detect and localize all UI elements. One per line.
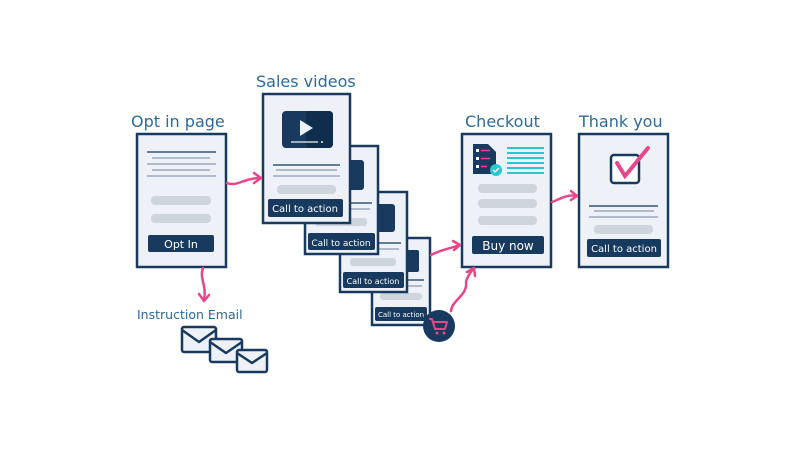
svg-text:Call to action: Call to action <box>378 311 424 319</box>
svg-text:Buy now: Buy now <box>482 239 534 253</box>
svg-text:Call to action: Call to action <box>591 244 657 255</box>
envelope-icon <box>180 325 269 374</box>
sales-title: Sales videos <box>256 72 356 91</box>
optin-button[interactable]: Opt In <box>148 235 214 252</box>
flow-arrows <box>197 171 579 313</box>
thankyou-card: Call to action <box>577 132 670 269</box>
checklist-document-icon <box>473 144 502 176</box>
sales-stack-button-1[interactable]: Call to action <box>308 233 375 250</box>
sales-card-1: Call to action <box>261 92 352 225</box>
checkbox-checked-icon <box>609 146 650 185</box>
thankyou-title: Thank you <box>578 112 663 131</box>
thankyou-cta-button[interactable]: Call to action <box>587 239 661 257</box>
email-title: Instruction Email <box>137 307 243 322</box>
svg-text:Call to action: Call to action <box>311 239 370 249</box>
checkout-title: Checkout <box>465 112 540 131</box>
buy-now-button[interactable]: Buy now <box>472 236 544 254</box>
checkout-card: Buy now <box>460 132 553 269</box>
svg-text:Call to action: Call to action <box>347 277 400 286</box>
svg-text:Call to action: Call to action <box>272 204 338 215</box>
shopping-cart-icon <box>423 310 455 342</box>
sales-cta-button[interactable]: Call to action <box>268 199 343 217</box>
play-video-icon <box>282 111 333 148</box>
sales-stack-button-3[interactable]: Call to action <box>375 307 427 321</box>
optin-title: Opt in page <box>131 112 225 131</box>
sales-stack-button-2[interactable]: Call to action <box>343 272 404 288</box>
optin-card: Opt In <box>135 132 228 269</box>
svg-text:Opt In: Opt In <box>164 238 198 251</box>
